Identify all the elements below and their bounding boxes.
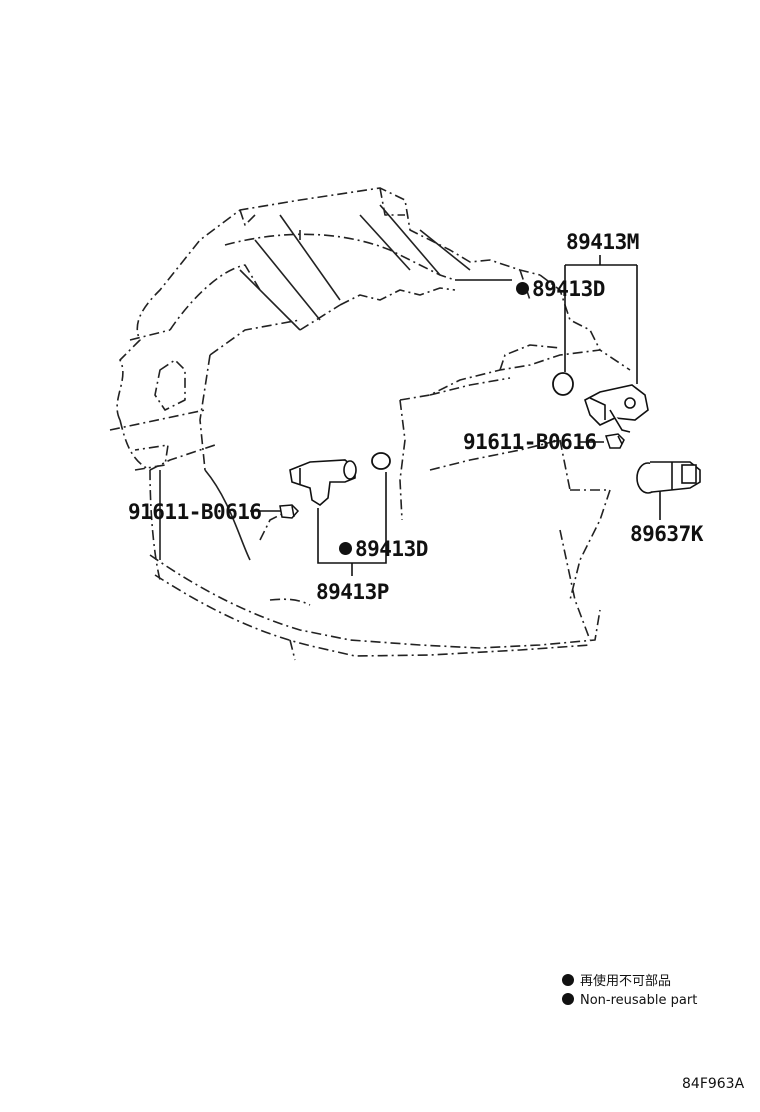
non-reusable-dot-icon — [516, 282, 529, 295]
bolt-right-icon — [605, 433, 625, 449]
sensor-left-icon — [289, 459, 357, 506]
speed-sensor-right-icon — [636, 461, 701, 494]
label-bolt-right: 91611-B0616 — [463, 430, 597, 454]
non-reusable-dot-icon — [562, 974, 574, 986]
label-o-ring-left: 89413D — [339, 539, 428, 560]
o-ring-left-icon — [371, 452, 391, 470]
label-sensor-top-assy: 89413M — [566, 230, 639, 254]
label-speed-sensor-right: 89637K — [630, 522, 703, 546]
label-sensor-left-assy: 89413P — [316, 580, 389, 604]
non-reusable-dot-icon — [562, 993, 574, 1005]
legend-english: Non-reusable part — [562, 993, 697, 1007]
non-reusable-dot-icon — [339, 542, 352, 555]
bolt-left-icon — [279, 504, 300, 519]
housing-solid-lines — [159, 204, 471, 561]
left-sensor-leaders — [250, 472, 387, 576]
top-sensor-leaders — [455, 255, 661, 520]
label-bolt-left: 91611-B0616 — [128, 500, 262, 524]
sensor-top-icon — [584, 384, 649, 433]
legend-japanese: 再使用不可部品 — [562, 974, 671, 988]
transmission-outline — [109, 187, 631, 661]
reference-code: 84F963A — [682, 1076, 745, 1092]
o-ring-top-icon — [552, 372, 574, 396]
label-o-ring-top: 89413D — [516, 279, 605, 300]
